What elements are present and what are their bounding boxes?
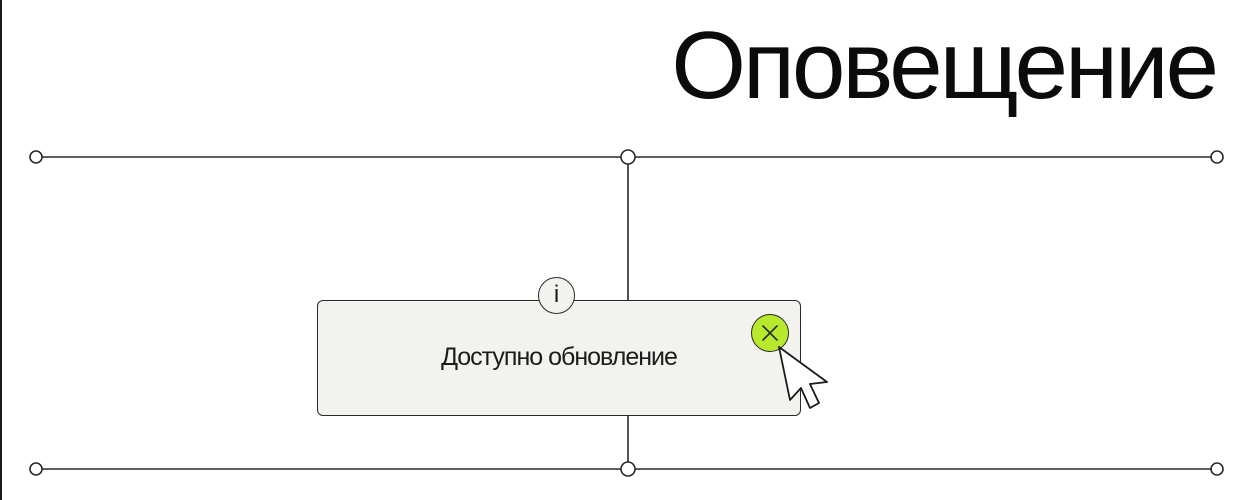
top-left-node — [29, 150, 43, 164]
bottom-center-node — [620, 461, 636, 477]
mouse-pointer-icon — [778, 346, 828, 409]
top-center-node — [620, 149, 636, 165]
close-button[interactable] — [751, 314, 789, 352]
bottom-left-node — [29, 462, 43, 476]
left-edge-divider — [0, 0, 2, 500]
close-icon — [762, 325, 778, 341]
bottom-right-node — [1210, 462, 1224, 476]
notification-card: Доступно обновление — [317, 300, 801, 416]
top-right-node — [1210, 150, 1224, 164]
page-title: Оповещение — [671, 12, 1219, 119]
info-icon: i — [538, 277, 575, 314]
notification-message: Доступно обновление — [441, 343, 678, 371]
